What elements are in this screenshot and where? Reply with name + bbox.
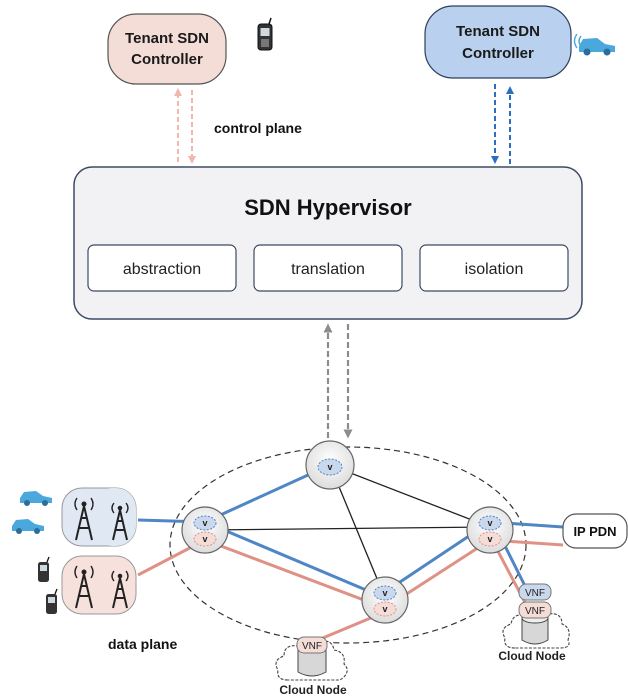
switch-node-bottom: v v bbox=[361, 576, 409, 624]
ip-pdn-label: IP PDN bbox=[573, 524, 616, 539]
node-v-label: v bbox=[202, 534, 207, 544]
node-v-label: v bbox=[382, 588, 387, 598]
module-translation-label: translation bbox=[291, 261, 365, 278]
tenant-controller-red: Tenant SDN Controller bbox=[107, 13, 227, 85]
node-v-label: v bbox=[487, 534, 492, 544]
car-icon bbox=[12, 519, 44, 534]
antenna-tower-icon bbox=[74, 497, 94, 541]
phone-icon bbox=[38, 556, 50, 582]
tenant-controller-blue-label-2: Controller bbox=[462, 45, 534, 62]
car-icon bbox=[20, 491, 52, 506]
control-plane-label: control plane bbox=[214, 120, 302, 136]
cloud-node-center: VNF Cloud Node bbox=[275, 636, 348, 697]
tenant-controller-red-label-1: Tenant SDN bbox=[125, 30, 209, 47]
base-station-red bbox=[61, 555, 137, 615]
module-translation: translation bbox=[253, 244, 403, 292]
data-plane-label: data plane bbox=[108, 636, 177, 652]
network-boundary bbox=[169, 446, 527, 644]
cloud-node-label: Cloud Node bbox=[498, 649, 566, 663]
module-isolation: isolation bbox=[419, 244, 569, 292]
phone-icon bbox=[46, 588, 58, 614]
hypervisor-title: SDN Hypervisor bbox=[244, 195, 412, 220]
ip-pdn: IP PDN bbox=[562, 513, 628, 549]
antenna-tower-icon bbox=[111, 502, 129, 541]
antenna-tower-icon bbox=[74, 565, 94, 609]
module-isolation-label: isolation bbox=[465, 261, 524, 278]
cloud-node-label: Cloud Node bbox=[279, 683, 347, 697]
node-v-label: v bbox=[487, 518, 492, 528]
module-abstraction-label: abstraction bbox=[123, 261, 201, 278]
tenant-controller-blue: Tenant SDN Controller bbox=[424, 5, 572, 79]
links-black bbox=[204, 464, 491, 599]
vnf-label: VNF bbox=[525, 588, 545, 599]
car-icon bbox=[573, 33, 615, 56]
data-arrows-grey bbox=[323, 323, 353, 439]
node-v-label: v bbox=[327, 462, 332, 472]
vnf-label: VNF bbox=[302, 641, 322, 652]
cloud-node-right: VNF VNF Cloud Node bbox=[498, 583, 570, 663]
links-red bbox=[137, 538, 564, 642]
module-abstraction: abstraction bbox=[87, 244, 237, 292]
sdn-hypervisor: SDN Hypervisor abstraction translation i… bbox=[73, 166, 583, 320]
control-arrows-red bbox=[174, 88, 196, 164]
switch-node-right: v v bbox=[466, 506, 514, 554]
tenant-controller-red-label-2: Controller bbox=[131, 51, 203, 68]
base-station-blue bbox=[61, 487, 137, 547]
control-arrows-blue bbox=[491, 84, 514, 164]
switch-node-left: v v bbox=[181, 506, 229, 554]
node-v-label: v bbox=[202, 518, 207, 528]
vnf-label: VNF bbox=[525, 606, 545, 617]
switch-node-top: v bbox=[305, 440, 355, 490]
antenna-tower-icon bbox=[111, 570, 129, 609]
tenant-controller-blue-label-1: Tenant SDN bbox=[456, 23, 540, 40]
phone-icon bbox=[257, 17, 273, 51]
node-v-label: v bbox=[382, 604, 387, 614]
